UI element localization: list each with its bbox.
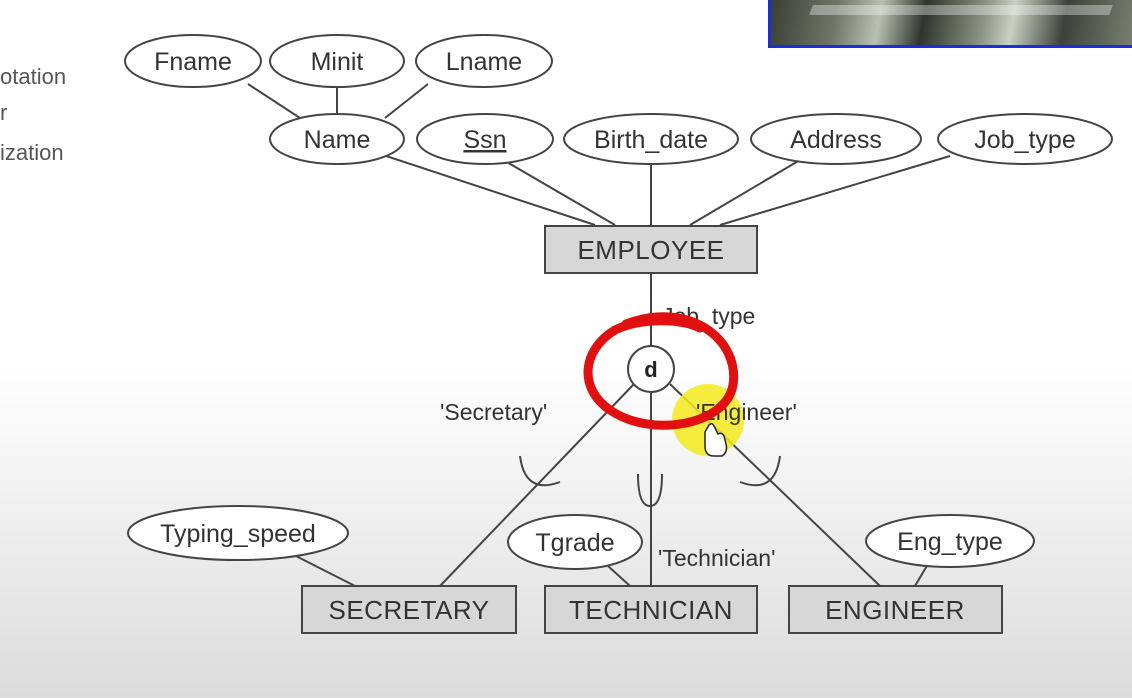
svg-text:ENGINEER: ENGINEER xyxy=(825,595,965,625)
svg-text:Lname: Lname xyxy=(446,48,522,76)
attribute-address: Address xyxy=(750,113,922,165)
svg-text:Fname: Fname xyxy=(154,48,232,76)
attribute-tgrade: Tgrade xyxy=(507,514,643,570)
svg-text:Ssn: Ssn xyxy=(463,126,506,154)
attribute-fname: Fname xyxy=(124,34,262,88)
svg-text:Eng_type: Eng_type xyxy=(897,528,1003,556)
attribute-eng-type: Eng_type xyxy=(865,514,1035,568)
attribute-name: Name xyxy=(269,113,405,165)
attribute-lname: Lname xyxy=(415,34,553,88)
svg-text:Birth_date: Birth_date xyxy=(594,126,708,154)
side-text-line-2: r xyxy=(0,100,8,125)
pointer-hand-icon xyxy=(704,422,728,457)
svg-text:TECHNICIAN: TECHNICIAN xyxy=(569,595,733,625)
branch-label-technician: 'Technician' xyxy=(658,545,775,571)
entity-engineer: ENGINEER xyxy=(788,585,1003,634)
attribute-job-type: Job_type xyxy=(937,113,1113,165)
svg-text:Job_type: Job_type xyxy=(974,126,1075,154)
attribute-ssn-key: Ssn xyxy=(416,113,554,165)
branch-label-secretary: 'Secretary' xyxy=(440,399,547,425)
entity-employee: EMPLOYEE xyxy=(544,225,758,274)
svg-text:EMPLOYEE: EMPLOYEE xyxy=(577,235,724,265)
svg-text:SECRETARY: SECRETARY xyxy=(328,595,489,625)
attribute-birth-date: Birth_date xyxy=(563,113,739,165)
red-annotation-circle xyxy=(583,312,739,430)
attribute-minit: Minit xyxy=(269,34,405,88)
svg-text:Address: Address xyxy=(790,126,882,154)
svg-text:Typing_speed: Typing_speed xyxy=(160,520,316,548)
svg-text:Minit: Minit xyxy=(311,48,364,76)
attribute-typing-speed: Typing_speed xyxy=(127,505,349,561)
webcam-overlay xyxy=(768,0,1132,48)
connector-lines xyxy=(247,83,951,587)
entity-technician: TECHNICIAN xyxy=(544,585,758,634)
side-text-line-1: otation xyxy=(0,64,67,89)
side-text-line-3: ization xyxy=(0,140,64,165)
svg-text:Tgrade: Tgrade xyxy=(535,529,614,557)
svg-text:Name: Name xyxy=(304,126,371,154)
entity-secretary: SECRETARY xyxy=(301,585,517,634)
disjoint-circle: d xyxy=(627,345,675,393)
svg-text:d: d xyxy=(644,357,657,382)
